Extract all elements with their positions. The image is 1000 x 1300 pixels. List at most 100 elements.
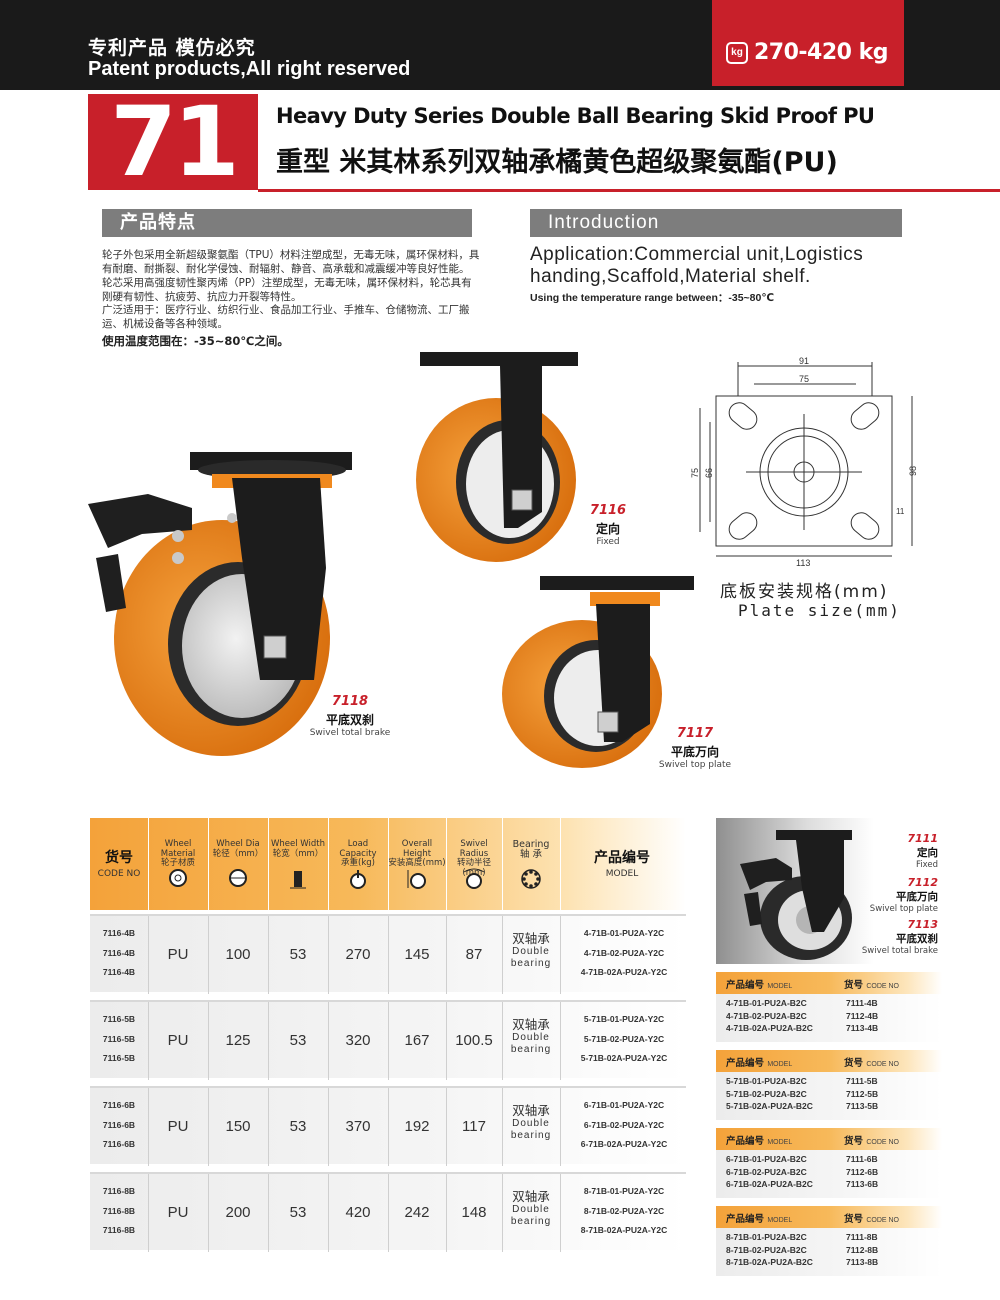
swivel-radius-icon — [463, 868, 485, 889]
wheel-material-icon — [169, 869, 187, 887]
col-code: 货号 CODE NO — [90, 818, 148, 910]
plate-caption-cn: 底板安装规格(mm) — [720, 582, 889, 602]
dim-66: 66 — [704, 468, 714, 478]
caster-7118-name-en: Swivel total brake — [309, 728, 391, 738]
dim-98: 98 — [908, 466, 918, 476]
width-value: 53 — [289, 1032, 307, 1049]
material-value: PU — [167, 1204, 189, 1221]
caster-7116-name-cn: 定向 — [595, 522, 620, 536]
bearing-icon — [521, 869, 541, 889]
diameter-value: 150 — [225, 1118, 251, 1135]
caster-7117-caption: 7117 平底万向 Swivel top plate — [650, 726, 740, 770]
material-value: PU — [167, 1118, 189, 1135]
feature-temperature: 使用温度范围在：-35~80℃之间。 — [102, 334, 289, 348]
dim-11: 11 — [896, 507, 905, 516]
introduction-temperature: Using the temperature range between：-35~… — [530, 292, 775, 304]
radius-value: 100.5 — [455, 1032, 493, 1049]
patent-notice-en: Patent products,All right reserved — [88, 58, 411, 80]
feature-paragraph-3: 广泛适用于：医疗行业、纺织行业、食品加工行业、手推车、仓储物流、工厂搬运、机械设… — [102, 304, 470, 330]
overall-height-icon — [407, 870, 426, 889]
caster-7117-name-cn: 平底万向 — [670, 745, 719, 759]
height-value: 167 — [404, 1032, 430, 1049]
load-value: 270 — [345, 946, 371, 963]
related-caster-image — [740, 830, 852, 960]
caster-7117-image — [502, 576, 694, 768]
patent-notice-cn: 专利产品 模仿必究 — [88, 37, 256, 59]
caster-7117-model: 7117 — [676, 726, 714, 741]
series-title-en: Heavy Duty Series Double Ball Bearing Sk… — [276, 104, 875, 128]
width-value: 53 — [289, 1118, 307, 1135]
diameter-value: 200 — [225, 1204, 251, 1221]
load-value: 420 — [345, 1204, 371, 1221]
title-divider — [258, 189, 1000, 192]
wheel-width-icon — [290, 871, 306, 889]
col-code-cn: 货号 — [105, 850, 133, 866]
diameter-value: 125 — [225, 1032, 251, 1049]
introduction-application: Application:Commercial unit,Logistics ha… — [530, 244, 864, 287]
features-heading: 产品特点 — [102, 209, 472, 237]
dim-75-left: 75 — [690, 468, 700, 478]
load-value: 320 — [345, 1032, 371, 1049]
plate-caption-en: Plate size(mm) — [738, 601, 901, 620]
radius-value: 148 — [461, 1204, 487, 1221]
caster-7116-caption: 7116 定向 Fixed — [568, 503, 648, 547]
caster-7117-name-en: Swivel top plate — [658, 760, 732, 770]
load-range-badge: kg 270-420 kg — [712, 0, 904, 86]
dim-113: 113 — [796, 558, 810, 568]
series-title-cn: 重型 米其林系列双轴承橘黄色超级聚氨酯(PU) — [276, 147, 838, 178]
caster-7118-model: 7118 — [331, 694, 369, 709]
caster-7116-image — [416, 352, 578, 562]
caster-7116-name-en: Fixed — [596, 537, 620, 547]
wheel-diameter-icon — [229, 869, 247, 887]
col-code-en: CODE NO — [97, 869, 141, 879]
height-value: 242 — [404, 1204, 430, 1221]
plate-size-diagram: 91 75 75 66 98 113 11 — [690, 356, 918, 568]
height-value: 145 — [404, 946, 430, 963]
caster-7116-model: 7116 — [589, 503, 627, 518]
introduction-heading: Introduction — [530, 209, 902, 237]
material-value: PU — [167, 946, 189, 963]
weight-icon: kg — [726, 42, 748, 64]
